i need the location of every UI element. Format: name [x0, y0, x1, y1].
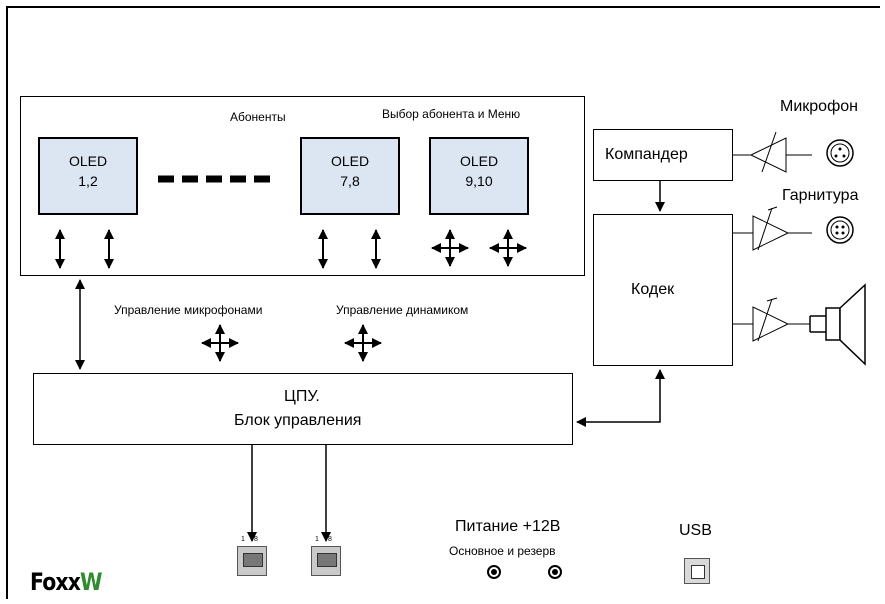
power-jack-main — [487, 565, 501, 579]
speaker-control-label: Управление динамиком — [336, 303, 469, 317]
mic-amplifier — [733, 131, 812, 173]
subscribers-label: Абоненты — [230, 110, 286, 124]
select-menu-label: Выбор абонента и Меню — [382, 107, 521, 121]
mic-control-label: Управление микрофонами — [114, 303, 263, 317]
port-socket — [317, 553, 337, 567]
compander-block: Компандер — [593, 129, 733, 181]
power-sublabel: Основное и резерв — [449, 544, 556, 558]
port-socket — [243, 553, 263, 567]
oled-channels: 7,8 — [340, 173, 360, 189]
oled-channels: 9,10 — [465, 173, 493, 189]
oled-display-2: OLED 7,8 — [300, 137, 400, 215]
speaker-icon — [809, 283, 866, 366]
oled-title: OLED — [459, 153, 499, 169]
oled-display-3: OLED 9,10 — [429, 137, 529, 215]
cpu-title: ЦПУ. — [284, 388, 320, 405]
usb-port — [684, 558, 710, 584]
power-label: Питание +12В — [455, 518, 561, 535]
cpu-block: ЦПУ. Блок управления — [33, 373, 573, 445]
page-frame — [6, 6, 880, 599]
oled-title: OLED — [68, 153, 108, 169]
headset-label: Гарнитура — [782, 187, 859, 204]
microphone-label: Микрофон — [780, 98, 858, 115]
compander-label: Компандер — [605, 146, 688, 163]
pin-1-label: 1 — [241, 536, 245, 543]
usb-socket — [691, 565, 705, 579]
oled-title: OLED — [330, 153, 370, 169]
speaker-amplifier — [733, 297, 810, 342]
pin-1-label: 1 — [315, 536, 319, 543]
codec-block: Кодек — [593, 214, 733, 366]
rj45-port-2: 1 8 — [311, 536, 341, 576]
codec-label: Кодек — [631, 281, 675, 298]
rj45-port-1: 1 8 — [237, 536, 267, 576]
cpu-subtitle: Блок управления — [234, 412, 362, 429]
logo-part1: Foxx — [30, 568, 81, 596]
logo-part2: W — [80, 568, 103, 596]
power-jack-reserve — [548, 565, 562, 579]
oled-display-1: OLED 1,2 — [38, 137, 138, 215]
foxxw-logo: FoxxW — [30, 568, 103, 596]
usb-label: USB — [679, 522, 712, 539]
oled-channels: 1,2 — [78, 173, 98, 189]
headset-amplifier — [733, 206, 812, 251]
